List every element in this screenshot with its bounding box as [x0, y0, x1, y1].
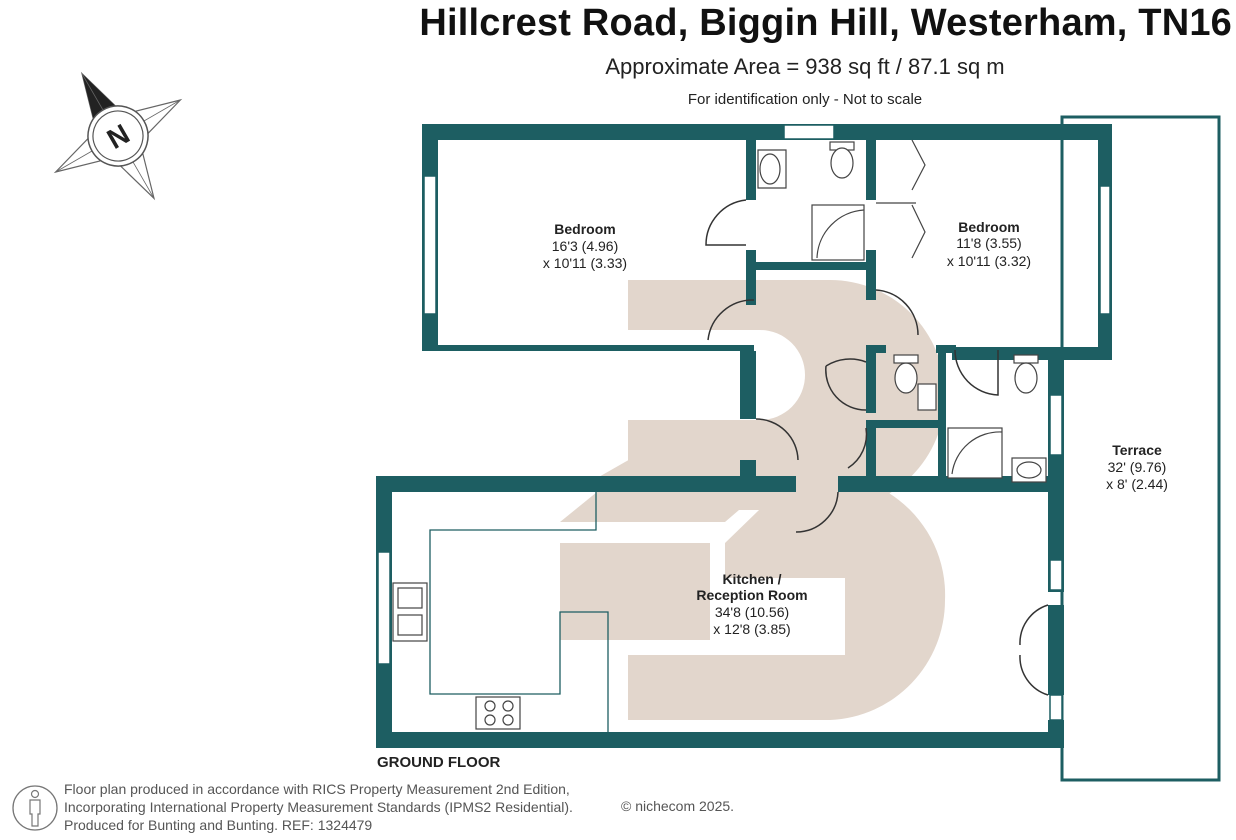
footer-text: Floor plan produced in accordance with R…	[64, 780, 573, 834]
wc-toilet-icon	[894, 362, 918, 394]
room-dimension: x 10'11 (3.33)	[543, 255, 627, 271]
room-name: Reception Room	[696, 587, 807, 603]
north-compass-icon: N	[53, 71, 183, 201]
room-name: Kitchen /	[722, 571, 781, 587]
page-title: Hillcrest Road, Biggin Hill, Westerham, …	[419, 2, 1232, 44]
copyright: © nichecom 2025.	[621, 798, 735, 814]
hob-icon	[475, 696, 521, 730]
footer-line: Floor plan produced in accordance with R…	[64, 781, 570, 797]
kitchen-units	[429, 492, 609, 732]
footer-line: Produced for Bunting and Bunting. REF: 1…	[64, 817, 373, 833]
fixtures	[392, 139, 1047, 730]
ensuite-toilet-icon	[1013, 354, 1039, 364]
doors	[705, 199, 1049, 696]
room-dimension: x 12'8 (3.85)	[713, 621, 790, 637]
windows	[377, 124, 1111, 721]
floor-label: GROUND FLOOR	[377, 754, 501, 771]
room-dimension: 16'3 (4.96)	[552, 238, 619, 254]
room-dimension: 34'8 (10.56)	[715, 604, 789, 620]
wc-basin-icon	[917, 383, 937, 411]
room-name: Bedroom	[958, 219, 1019, 235]
room-labels: Bedroom 16'3 (4.96) x 10'11 (3.33) Bedro…	[543, 219, 1168, 637]
room-dimension: 32' (9.76)	[1108, 459, 1167, 475]
room-name: Bedroom	[554, 221, 615, 237]
room-dimension: x 8' (2.44)	[1106, 476, 1168, 492]
identification-note: For identification only - Not to scale	[687, 91, 923, 108]
person-icon	[12, 785, 58, 831]
watermark-logo	[560, 280, 946, 720]
room-dimension: x 10'11 (3.32)	[947, 253, 1031, 269]
room-dimension: 11'8 (3.55)	[956, 235, 1021, 251]
wardrobe-icon	[911, 139, 926, 259]
room-name: Terrace	[1112, 442, 1162, 458]
footer-line: Incorporating International Property Mea…	[64, 799, 573, 815]
area-summary: Approximate Area = 938 sq ft / 87.1 sq m	[605, 54, 1005, 79]
